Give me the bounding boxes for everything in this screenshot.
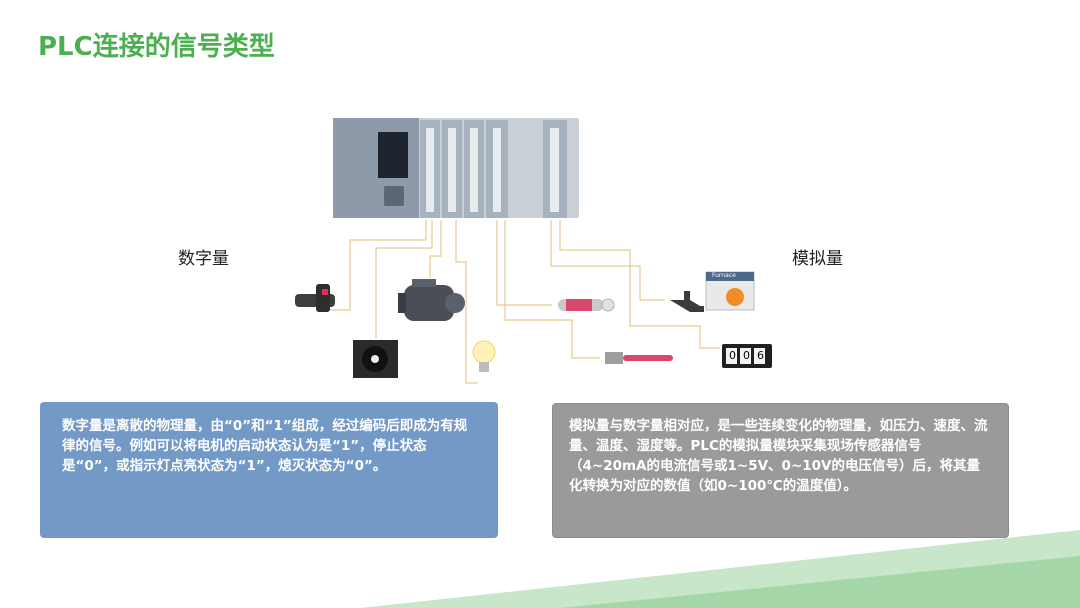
analog-label: 模拟量 [792,249,843,269]
motor-icon [398,279,465,321]
wire-temp-probe [504,220,600,359]
wire-pressure-sensor [496,220,552,306]
digital-description-box: 数字量是离散的物理量，由“0”和“1”组成，经过编码后即成为有规律的信号。例如可… [40,402,498,538]
plc-rack [333,118,579,218]
digital-label: 数字量 [178,249,229,269]
analog-description-box: 模拟量与数字量相对应，是一些连续变化的物理量，如压力、速度、流量、温度、湿度等。… [552,403,1009,538]
analog-wires [496,220,720,359]
selector-switch-icon [353,340,398,378]
page-title: PLC连接的信号类型 [38,32,275,62]
pressure-sensor-icon [558,298,615,312]
cpu-display [378,132,408,178]
wire-motor [429,220,442,278]
counter-display-icon [722,344,772,368]
wire-counter [559,220,720,349]
temperature-probe-icon [605,352,673,364]
counter-digit-1: 0 [729,349,736,362]
plc-diagram [295,118,772,384]
wire-switch [375,220,433,338]
counter-digit-3: 6 [757,349,764,362]
proximity-sensor-icon [295,284,335,312]
wire-furnace [550,220,665,301]
digital-description-text: 数字量是离散的物理量，由“0”和“1”组成，经过编码后即成为有规律的信号。例如可… [62,418,468,474]
counter-digit-2: 0 [743,349,750,362]
digital-wires [320,220,478,384]
furnace-label: Furnace [712,272,736,279]
furnace-icon [670,271,755,312]
wire-lamp [455,220,478,384]
analog-description-text: 模拟量与数字量相对应，是一些连续变化的物理量，如压力、速度、流量、温度、湿度等。… [569,418,988,494]
wire-sensor [320,220,427,311]
light-bulb-icon [472,340,496,372]
